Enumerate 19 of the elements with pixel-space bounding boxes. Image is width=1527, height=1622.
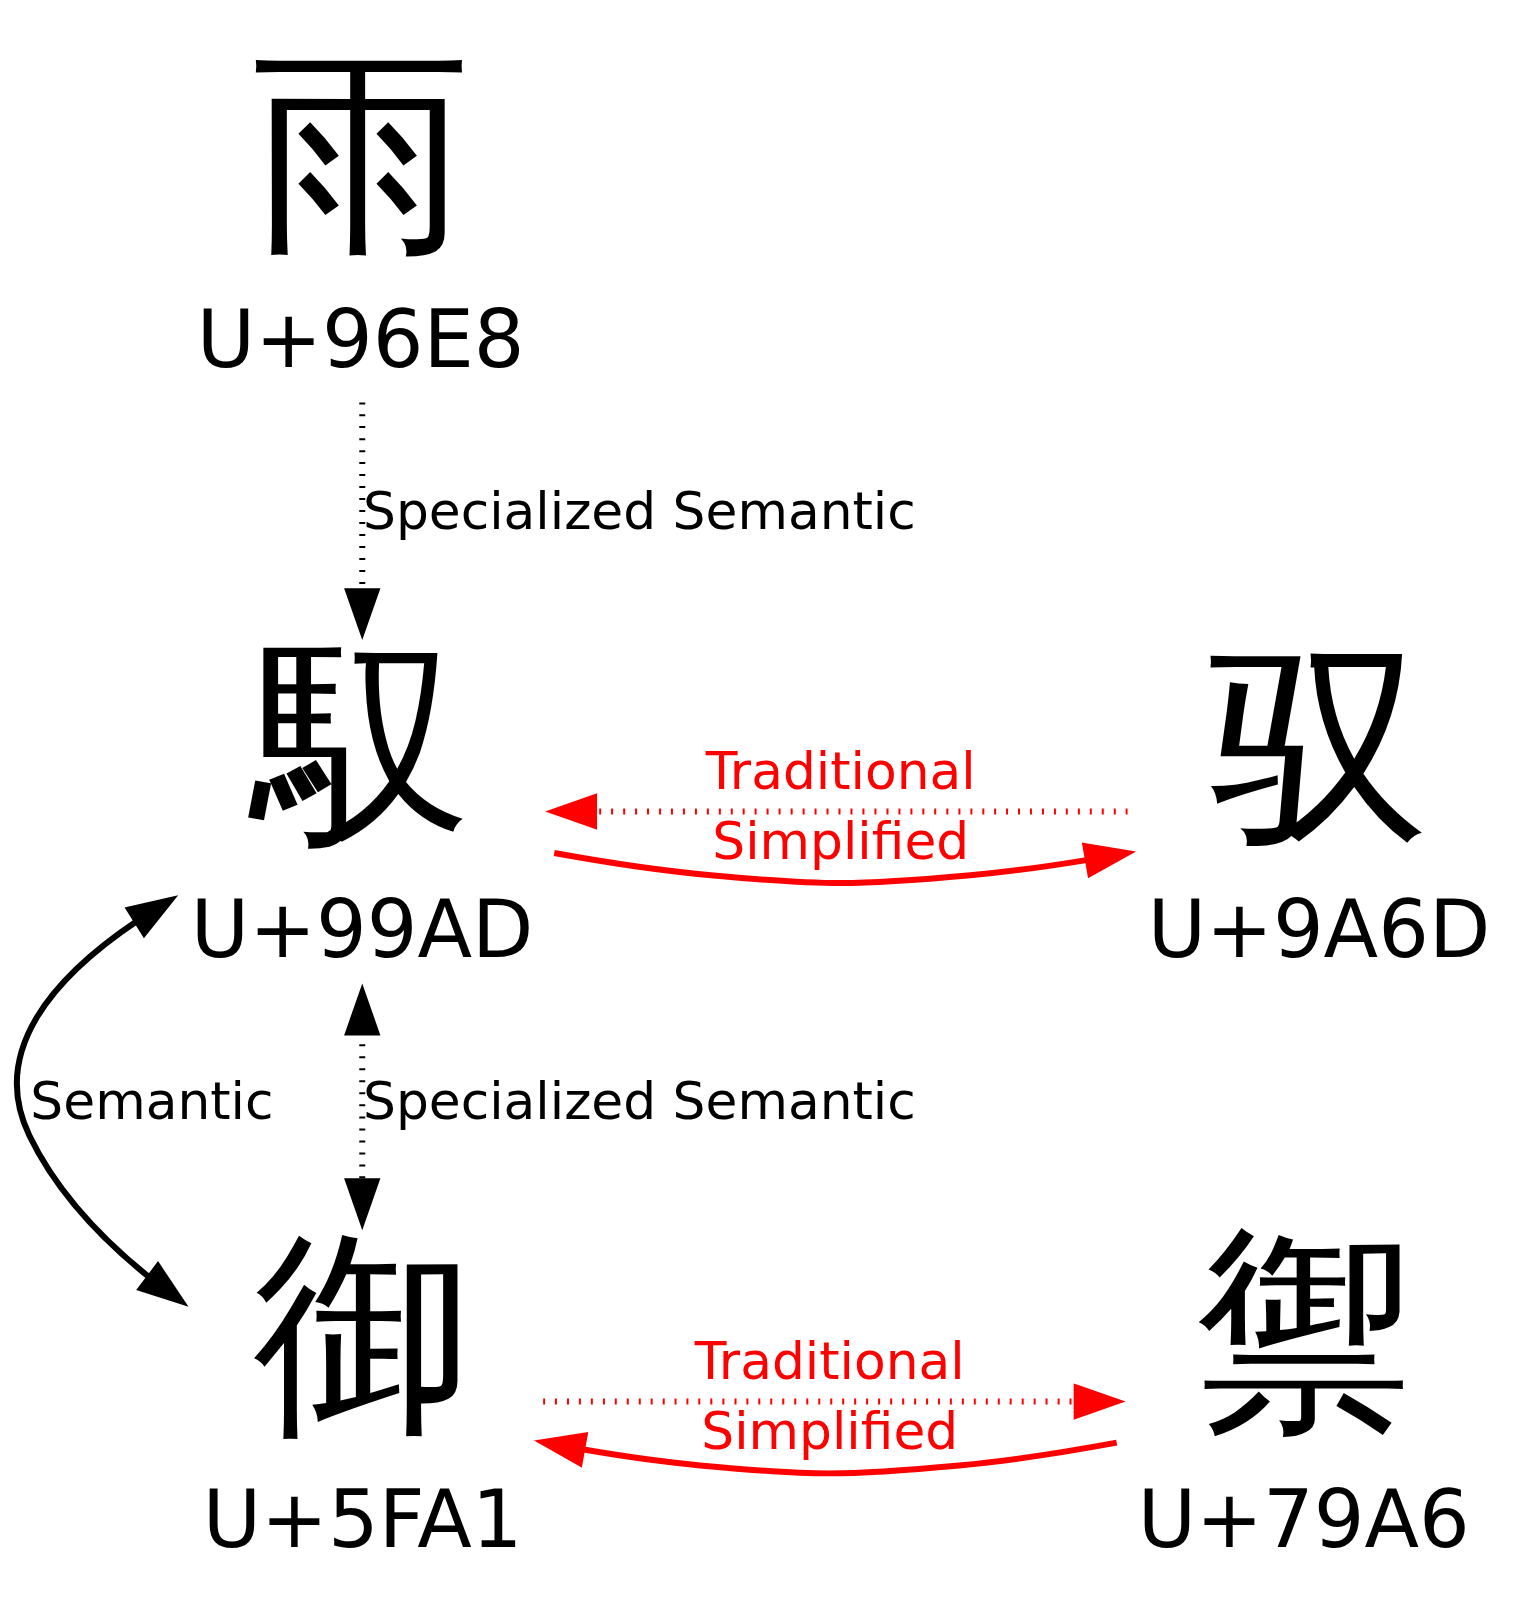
arrow xyxy=(543,1382,1126,1420)
arrow xyxy=(553,841,1137,886)
edge-label: Traditional xyxy=(705,740,976,801)
arrow xyxy=(344,401,381,640)
node-text: 馭 U+99AD xyxy=(190,614,534,976)
arrow xyxy=(14,894,189,1307)
edge-label: Specialized Semantic xyxy=(363,480,916,541)
edge-label: Specialized Semantic xyxy=(363,1070,916,1131)
arrow xyxy=(545,792,1128,830)
edge-label: Simplified xyxy=(712,810,970,871)
node-text: 御 U+5FA1 xyxy=(202,1205,523,1566)
node-text: 禦 U+79A6 xyxy=(1137,1205,1470,1566)
edge-label: Traditional xyxy=(694,1330,965,1391)
arrow xyxy=(533,1431,1118,1476)
node-text: 雨 U+96E8 xyxy=(196,24,525,386)
edge-label: Simplified xyxy=(701,1400,959,1461)
arrow xyxy=(344,983,381,1230)
node-text: 驭 U+9A6D xyxy=(1147,614,1491,976)
edge-label: Semantic xyxy=(30,1070,274,1131)
